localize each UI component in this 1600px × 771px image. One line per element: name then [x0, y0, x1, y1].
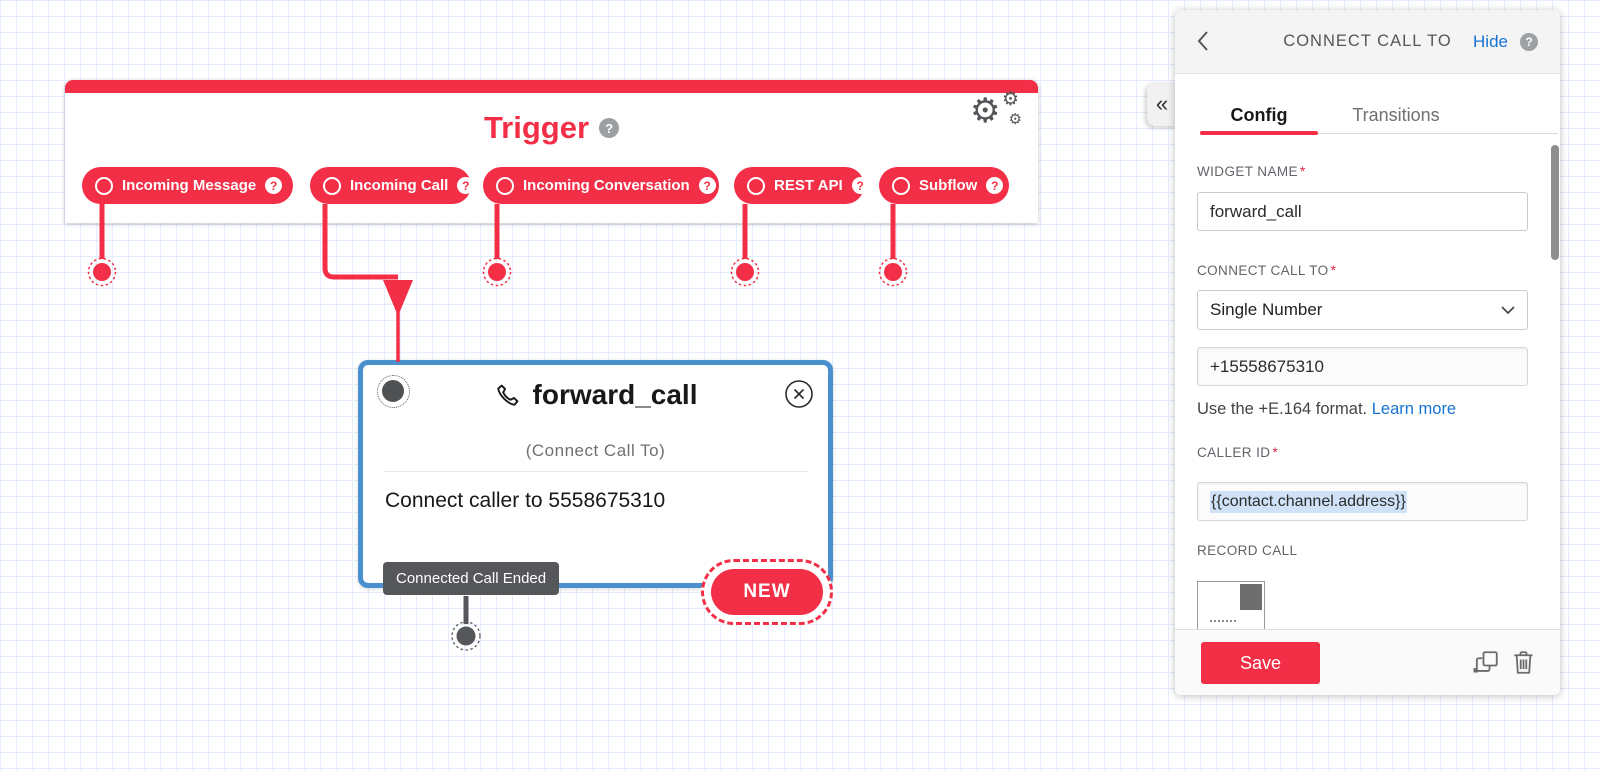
widget-name: forward_call — [532, 379, 698, 410]
tabs-rule — [1318, 133, 1558, 134]
trigger-settings-icon[interactable]: ⚙ ⚙ ⚙ — [970, 88, 1022, 131]
hide-link[interactable]: Hide — [1473, 32, 1508, 51]
help-icon[interactable]: ? — [698, 177, 716, 194]
connector-dot[interactable] — [482, 257, 512, 287]
trigger-widget[interactable]: Trigger ? ⚙ ⚙ ⚙ Incoming Message ? Incom… — [65, 80, 1038, 223]
transition-connected-call-ended[interactable]: Connected Call Ended — [383, 562, 560, 595]
record-call-toggle[interactable] — [1197, 581, 1265, 630]
connector-circle-icon — [323, 176, 341, 195]
forward-call-widget[interactable]: forward_call (Connect Call To) Connect c… — [358, 360, 833, 625]
delete-widget-icon[interactable] — [784, 379, 814, 409]
caller-id-input[interactable]: {{contact.channel.address}} — [1197, 482, 1528, 521]
delete-icon[interactable] — [1509, 648, 1538, 677]
connector-dot[interactable] — [730, 257, 760, 287]
trigger-pill-incoming-call[interactable]: Incoming Call ? — [310, 167, 475, 204]
connection-incoming-call-to-widget[interactable] — [322, 204, 413, 362]
learn-more-link[interactable]: Learn more — [1371, 400, 1457, 418]
e164-helper-text: Use the +E.164 format. Learn more — [1197, 400, 1457, 418]
transition-new-highlight-ring: NEW — [701, 559, 833, 625]
number-input[interactable] — [1197, 347, 1528, 386]
active-tab-underline — [1200, 131, 1318, 135]
caller-id-label: CALLER ID* — [1197, 444, 1279, 460]
connector-circle-icon — [496, 176, 514, 195]
trigger-title: Trigger — [483, 110, 590, 145]
widget-summary: Connect caller to 5558675310 — [385, 489, 666, 512]
widget-name-input[interactable] — [1197, 192, 1528, 231]
help-icon[interactable]: ? — [457, 177, 475, 194]
connector-dot[interactable] — [878, 257, 908, 287]
widget-type-label: (Connect Call To) — [525, 441, 666, 460]
divider — [383, 471, 808, 472]
back-chevron-icon[interactable] — [1197, 30, 1209, 52]
connector-circle-icon — [892, 176, 910, 195]
transition-connector-dot[interactable] — [451, 621, 481, 651]
transition-new-button[interactable]: NEW — [711, 569, 823, 615]
phone-icon — [496, 384, 518, 406]
widget-name-label: WIDGET NAME* — [1197, 163, 1306, 179]
help-icon[interactable]: ? — [851, 177, 869, 194]
help-icon[interactable]: ? — [986, 177, 1004, 194]
trigger-pill-incoming-conversation[interactable]: Incoming Conversation ? — [483, 167, 719, 204]
trigger-help-icon[interactable]: ? — [599, 118, 620, 138]
panel-scrollbar[interactable] — [1551, 145, 1559, 260]
trigger-pill-rest-api[interactable]: REST API ? — [734, 167, 869, 204]
panel-title: CONNECT CALL TO — [1283, 32, 1452, 50]
panel-body: WIDGET NAME* CONNECT CALL TO* Single Num… — [1175, 135, 1560, 630]
trigger-pill-subflow[interactable]: Subflow ? — [879, 167, 1009, 204]
widget-input-dot[interactable] — [377, 375, 410, 408]
duplicate-widget-icon[interactable] — [1472, 648, 1501, 677]
connect-call-to-label: CONNECT CALL TO* — [1197, 262, 1337, 278]
tab-config[interactable]: Config — [1230, 105, 1288, 125]
help-icon[interactable]: ? — [265, 177, 283, 194]
connector-circle-icon — [95, 176, 113, 195]
panel-footer: Save — [1175, 629, 1560, 695]
connect-call-to-select[interactable]: Single Number — [1197, 290, 1528, 330]
panel-collapse-handle[interactable]: « — [1147, 82, 1177, 126]
config-panel: CONNECT CALL TO Hide ? Config Transition… — [1175, 10, 1560, 695]
chevron-down-icon — [1501, 305, 1515, 314]
connector-circle-icon — [747, 176, 765, 195]
help-icon[interactable]: ? — [1520, 33, 1538, 51]
panel-header: CONNECT CALL TO Hide ? — [1175, 10, 1560, 74]
trigger-pill-incoming-message[interactable]: Incoming Message ? — [82, 167, 293, 204]
trigger-accent-bar — [65, 80, 1038, 93]
connector-dot[interactable] — [87, 257, 117, 287]
tab-transitions[interactable]: Transitions — [1352, 105, 1440, 125]
record-call-label: RECORD CALL — [1197, 543, 1298, 558]
save-button[interactable]: Save — [1201, 642, 1320, 684]
